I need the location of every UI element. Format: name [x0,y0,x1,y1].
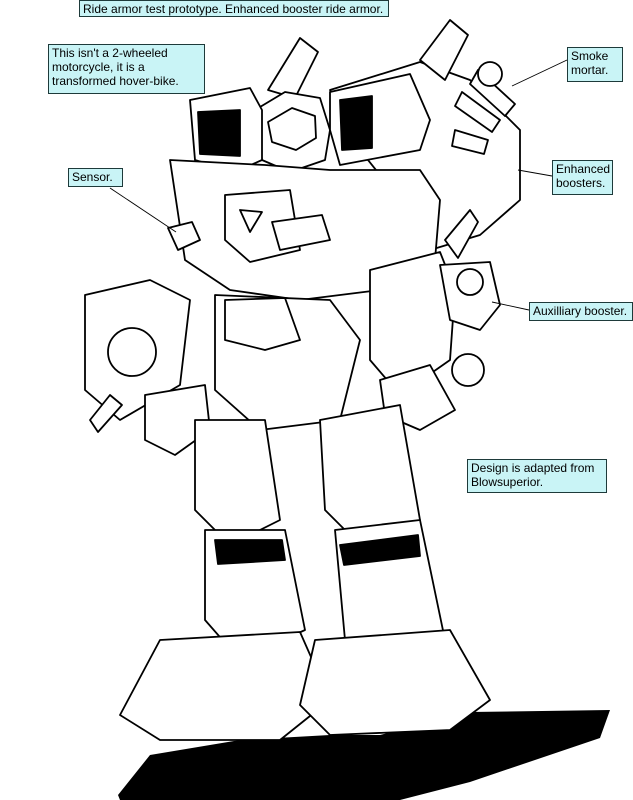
right-fist [451,353,485,387]
left-foot [119,631,331,741]
left-shoulder-dome [107,327,157,377]
leader-aux [491,301,530,311]
smoke-mortar-muzzle [477,61,503,87]
left-arm-spike [89,394,123,433]
leader-smoke [511,59,568,87]
sensor-callout: Sensor. [68,168,123,187]
left-thigh [194,419,281,546]
enhanced-boosters-callout: Enhanced boosters. [552,160,613,195]
right-chest-sensor [271,214,331,251]
design-credit-callout: Design is adapted from Blowsuperior. [467,459,607,493]
title-callout: Ride armor test prototype. Enhanced boos… [79,0,389,17]
leader-sensor [109,187,177,233]
cockpit-visor [267,107,317,151]
right-housing-vent [339,95,373,151]
right-knee-band [339,534,421,566]
booster-fin-left [267,37,319,99]
auxiliary-booster-nozzle [456,268,484,296]
booster-fin-lower [444,209,479,259]
right-foot [299,629,491,736]
auxiliary-booster [439,261,501,331]
right-shoulder [369,251,456,396]
smoke-mortar-tube-2 [454,91,501,133]
auxiliary-booster-callout: Auxilliary booster. [529,302,633,321]
smoke-mortar-callout: Smoke mortar. [567,47,623,82]
ground-shadow [118,710,610,800]
left-hand [144,384,211,456]
leader-boosters [517,169,553,177]
smoke-mortar-tube-3 [451,129,489,155]
booster-fin-right [419,19,469,81]
chest-emblem [239,209,263,233]
hoverbike-callout: This isn't a 2-wheeled motorcycle, it is… [48,44,205,94]
left-housing-vent [197,109,241,157]
waist-block [224,297,301,351]
sensor-pod [167,221,201,251]
left-knee-band [214,539,286,565]
